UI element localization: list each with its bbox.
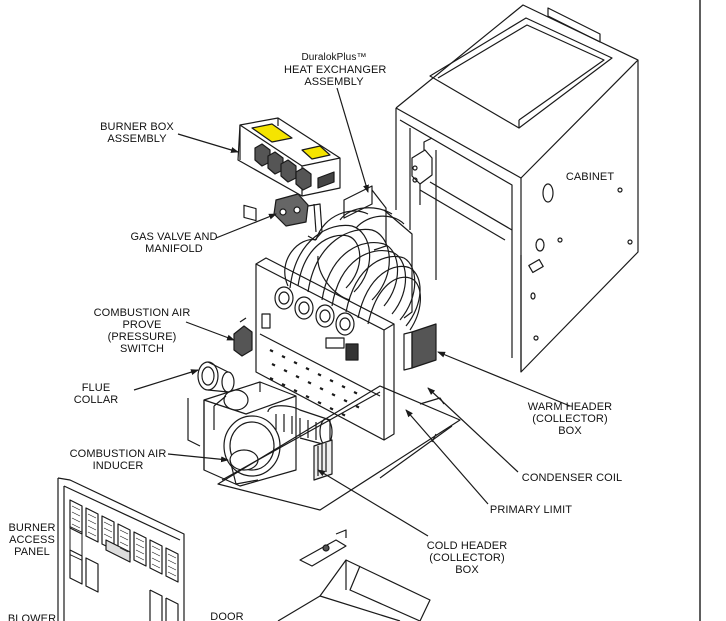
leader-warm-header [437,351,571,407]
label-primary-limit: PRIMARY LIMIT [484,504,578,516]
label-flue-collar: FLUE COLLAR [66,382,126,406]
label-warm-header: WARM HEADER (COLLECTOR) BOX [518,401,622,437]
leader-flue-collar [133,369,199,391]
label-flue-collar-line-1: FLUE [81,382,111,394]
label-burner-access-panel-line-1: BURNER [8,522,56,534]
cabinet [395,4,639,373]
label-heat-exchanger-line-2: HEAT EXCHANGER [284,64,387,76]
label-warm-header-line-1: WARM HEADER [527,401,613,413]
label-blower: BLOWER [2,613,62,621]
label-burner-box-line-2: ASSEMBLY [107,133,167,145]
leader-heat-exchanger [336,87,369,193]
label-inducer-line-1: COMBUSTION AIR [69,448,167,460]
label-cold-header: COLD HEADER (COLLECTOR) BOX [418,540,516,576]
label-cold-header-line-2: (COLLECTOR) [429,552,505,564]
label-burner-access-panel: BURNER ACCESS PANEL [2,522,62,558]
label-condenser-coil: CONDENSER COIL [516,472,628,484]
label-gas-valve-line-2: MANIFOLD [145,243,203,255]
label-condenser-coil-line-1: CONDENSER COIL [521,472,623,484]
burner-box-assembly [237,117,341,222]
label-heat-exchanger-line-1: DuralokPlus™ [301,52,367,63]
label-inducer-line-2: INDUCER [92,460,144,472]
label-burner-box-line-1: BURNER BOX [100,121,174,133]
label-blower-line-1: BLOWER [7,613,57,621]
label-pressure-switch-line-1: COMBUSTION AIR [93,307,191,319]
combustion-air-inducer [187,381,333,487]
label-burner-access-panel-line-3: PANEL [14,546,50,558]
label-pressure-switch: COMBUSTION AIR PROVE (PRESSURE) SWITCH [92,307,192,355]
label-warm-header-line-3: BOX [558,425,582,437]
label-primary-limit-line-1: PRIMARY LIMIT [489,504,573,516]
label-pressure-switch-line-2: PROVE [122,319,162,331]
leader-inducer [167,453,229,463]
leader-primary-limit [405,409,489,505]
label-cabinet: CABINET [556,171,624,183]
label-cabinet-line-1: CABINET [565,171,615,183]
label-gas-valve-line-1: GAS VALVE AND [130,231,218,243]
leader-gas-valve [215,213,277,239]
condenser-coil-tray [217,323,461,511]
label-pressure-switch-line-4: SWITCH [120,343,164,355]
label-warm-header-line-2: (COLLECTOR) [532,413,608,425]
label-heat-exchanger-line-3: ASSEMBLY [304,76,364,88]
label-pressure-switch-line-3: (PRESSURE) [107,331,177,343]
leader-pressure-switch [185,321,235,341]
label-flue-collar-line-2: COLLAR [73,394,119,406]
label-inducer: COMBUSTION AIR INDUCER [66,448,170,472]
leader-cold-header [317,469,429,537]
leader-burner-box [177,133,239,153]
label-burner-box: BURNER BOX ASSEMBLY [94,121,180,145]
heat-exchanger-assembly [255,185,421,441]
leader-lines [133,87,571,537]
flue-collar [197,361,235,393]
label-cold-header-line-3: BOX [455,564,479,576]
burner-access-panel [57,477,185,621]
gas-valve-manifold [273,193,323,241]
label-heat-exchanger: DuralokPlus™ HEAT EXCHANGER ASSEMBLY [284,52,387,88]
label-door: DOOR [200,611,254,621]
bottom-cabinet-section [277,529,431,621]
label-gas-valve: GAS VALVE AND MANIFOLD [124,231,224,255]
leader-condenser-coil [427,387,519,473]
label-burner-access-panel-line-2: ACCESS [9,534,55,546]
pressure-switch [233,317,253,357]
label-cold-header-line-1: COLD HEADER [426,540,508,552]
label-door-line-1: DOOR [210,611,244,621]
